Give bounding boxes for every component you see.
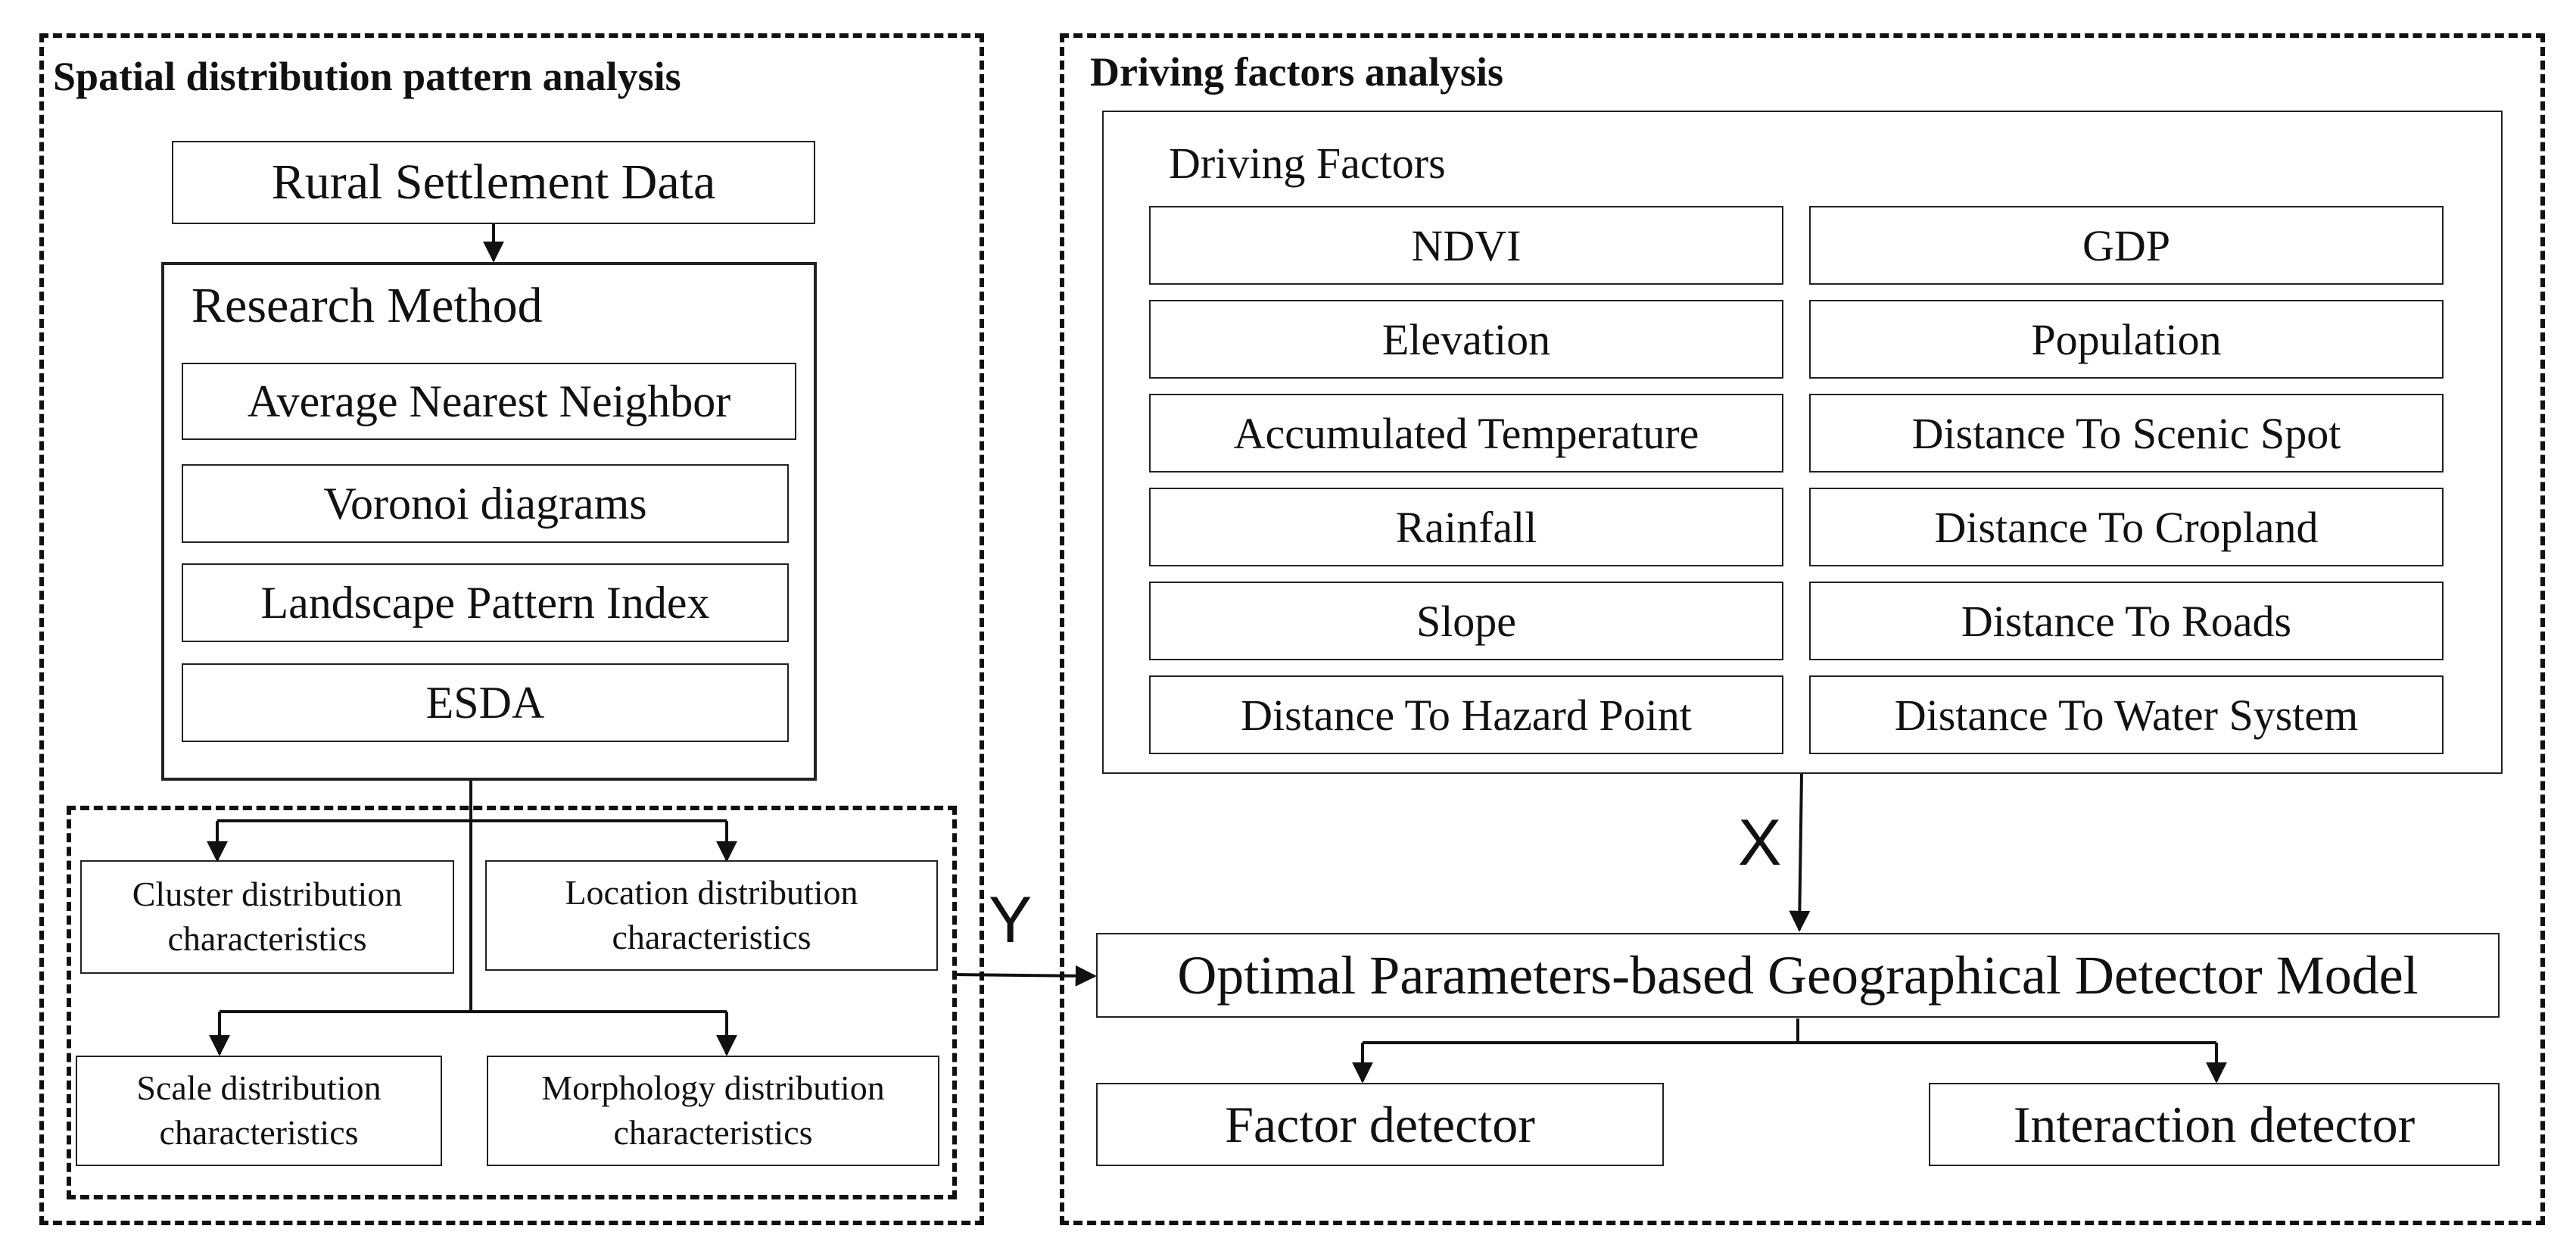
factor-slope: Slope xyxy=(1149,582,1783,660)
morphology-line-2: characteristics xyxy=(613,1113,813,1152)
factor-population: Population xyxy=(1809,300,2444,379)
method-esda: ESDA xyxy=(182,663,789,742)
method-average-nearest-neighbor: Average Nearest Neighbor xyxy=(182,363,796,440)
arrow-x-to-model xyxy=(1789,773,1811,932)
morphology-line-1: Morphology distribution xyxy=(541,1068,885,1108)
research-method-title: Research Method xyxy=(192,278,543,333)
geographical-detector-model-box: Optimal Parameters-based Geographical De… xyxy=(1096,933,2500,1018)
location-line-1: Location distribution xyxy=(565,873,858,912)
factor-distance-to-cropland: Distance To Cropland xyxy=(1809,488,2444,566)
method-voronoi-diagrams: Voronoi diagrams xyxy=(182,464,789,543)
morphology-distribution-box: Morphology distribution characteristics xyxy=(487,1056,939,1166)
arrow-y-to-model xyxy=(955,965,1097,987)
factor-distance-to-water-system: Distance To Water System xyxy=(1809,675,2444,754)
characteristics-group xyxy=(67,806,957,1199)
interaction-detector-box: Interaction detector xyxy=(1929,1083,2500,1166)
driving-factors-subtitle: Driving Factors xyxy=(1169,139,1446,188)
factor-distance-to-scenic-spot: Distance To Scenic Spot xyxy=(1809,394,2444,473)
scale-line-1: Scale distribution xyxy=(136,1068,382,1108)
x-arrow-label: X xyxy=(1738,806,1782,879)
location-line-2: characteristics xyxy=(612,918,811,956)
driving-factors-title: Driving factors analysis xyxy=(1090,49,1503,95)
factor-accumulated-temperature: Accumulated Temperature xyxy=(1149,394,1783,473)
scale-line-2: characteristics xyxy=(159,1113,359,1152)
factor-distance-to-hazard-point: Distance To Hazard Point xyxy=(1149,675,1783,754)
factor-elevation: Elevation xyxy=(1149,300,1783,379)
method-landscape-pattern-index: Landscape Pattern Index xyxy=(182,563,789,642)
rural-settlement-data-box: Rural Settlement Data xyxy=(172,141,815,224)
factor-detector-box: Factor detector xyxy=(1096,1083,1664,1166)
spatial-analysis-panel xyxy=(39,33,984,1225)
factor-distance-to-roads: Distance To Roads xyxy=(1809,582,2444,660)
y-arrow-label: Y xyxy=(989,884,1033,956)
scale-distribution-box: Scale distribution characteristics xyxy=(76,1056,442,1166)
factor-rainfall: Rainfall xyxy=(1149,488,1783,566)
cluster-distribution-box: Cluster distribution characteristics xyxy=(80,860,454,974)
spatial-analysis-title: Spatial distribution pattern analysis xyxy=(53,54,681,99)
driving-factors-panel xyxy=(1060,33,2545,1225)
cluster-line-2: characteristics xyxy=(167,919,367,958)
factor-gdp: GDP xyxy=(1809,206,2444,285)
cluster-line-1: Cluster distribution xyxy=(132,875,403,914)
factor-ndvi: NDVI xyxy=(1149,206,1783,285)
location-distribution-box: Location distribution characteristics xyxy=(485,860,938,971)
